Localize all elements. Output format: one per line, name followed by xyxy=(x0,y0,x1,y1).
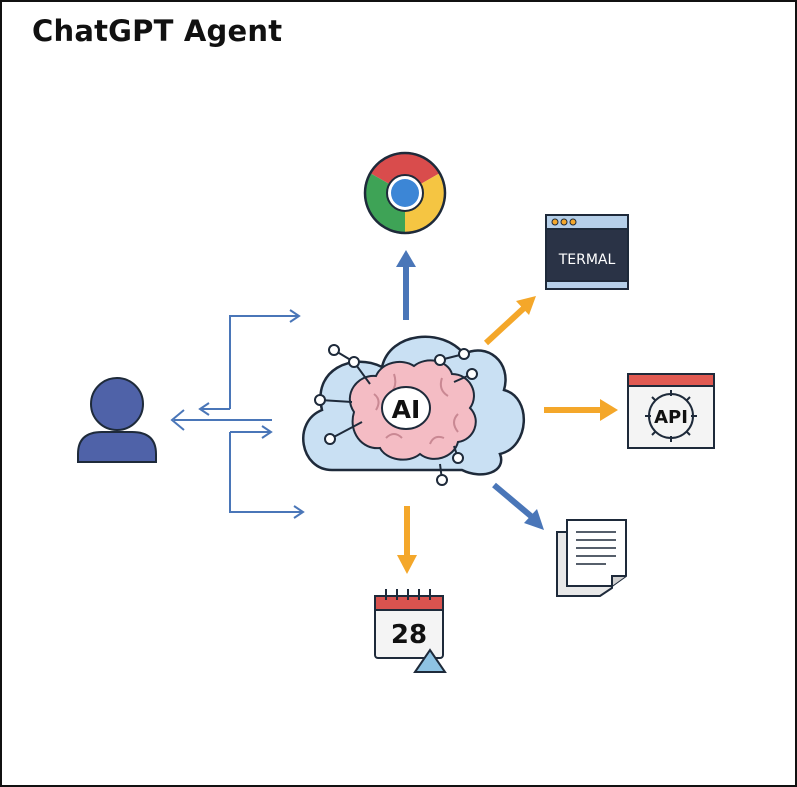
document-icon xyxy=(556,519,627,597)
api-window-icon: API xyxy=(627,373,715,449)
calendar-icon: 28 xyxy=(374,589,447,673)
terminal-window-icon: TERMAL xyxy=(545,214,629,290)
chrome-browser-icon xyxy=(363,151,447,235)
calendar-day: 28 xyxy=(391,620,427,650)
connector-top-arrow xyxy=(229,315,298,409)
user-connectors xyxy=(170,309,305,519)
ai-label: AI xyxy=(392,395,421,424)
user-icon xyxy=(77,377,157,463)
arrow-to-api xyxy=(544,399,618,421)
arrow-to-calendar xyxy=(397,506,417,574)
ai-badge: AI xyxy=(381,386,431,430)
terminal-label: TERMAL xyxy=(558,252,616,268)
arrow-to-browser xyxy=(396,250,416,320)
arrow-to-terminal xyxy=(483,296,536,346)
api-label: API xyxy=(654,407,688,428)
diagram-title: ChatGPT Agent xyxy=(32,14,283,48)
neural-nodes xyxy=(314,344,478,486)
arrow-to-document xyxy=(492,482,544,530)
connector-bottom-arrow xyxy=(229,432,302,513)
